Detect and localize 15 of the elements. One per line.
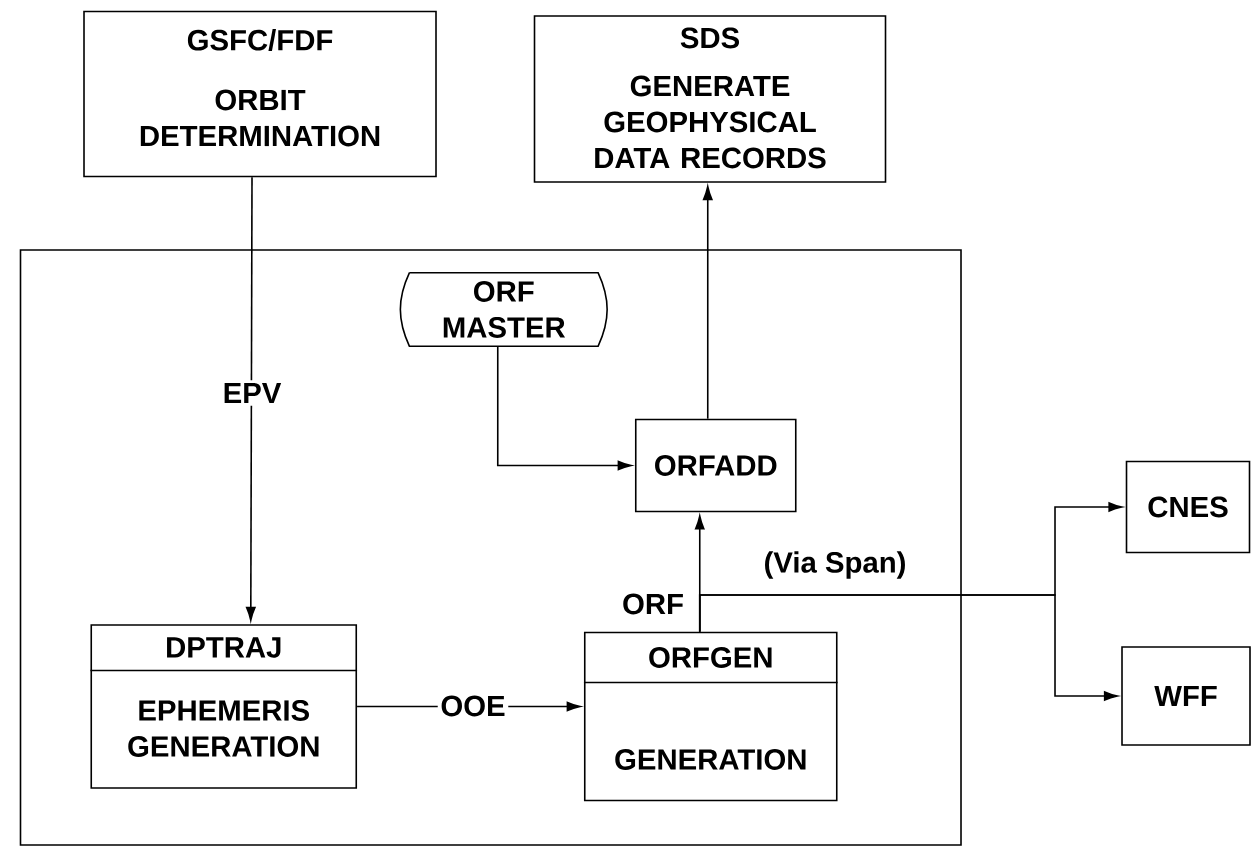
process-box: CNES bbox=[1125, 460, 1251, 554]
process-box: ORFADD bbox=[634, 418, 797, 513]
process-box: GSFC/FDF ORBIT DETERMINATION bbox=[83, 10, 437, 178]
edge-label: EPV bbox=[220, 380, 284, 406]
system-boundary bbox=[19, 249, 962, 846]
arrow bbox=[702, 185, 713, 420]
edge-label: ORF bbox=[619, 590, 687, 618]
arrow bbox=[698, 594, 1118, 701]
process-box: DPTRAJ EPHEMERIS GENERATION bbox=[89, 624, 358, 789]
arrow bbox=[245, 176, 256, 621]
process-box: ORFGEN GENERATION bbox=[583, 631, 839, 802]
edge-label: (Via Span) bbox=[760, 548, 910, 582]
process-box: SDS GENERATE GEOPHYSICAL DATA RECORDS bbox=[533, 15, 887, 183]
process-box: WFF bbox=[1121, 646, 1251, 746]
file-symbol: ORF MASTER bbox=[399, 271, 608, 348]
